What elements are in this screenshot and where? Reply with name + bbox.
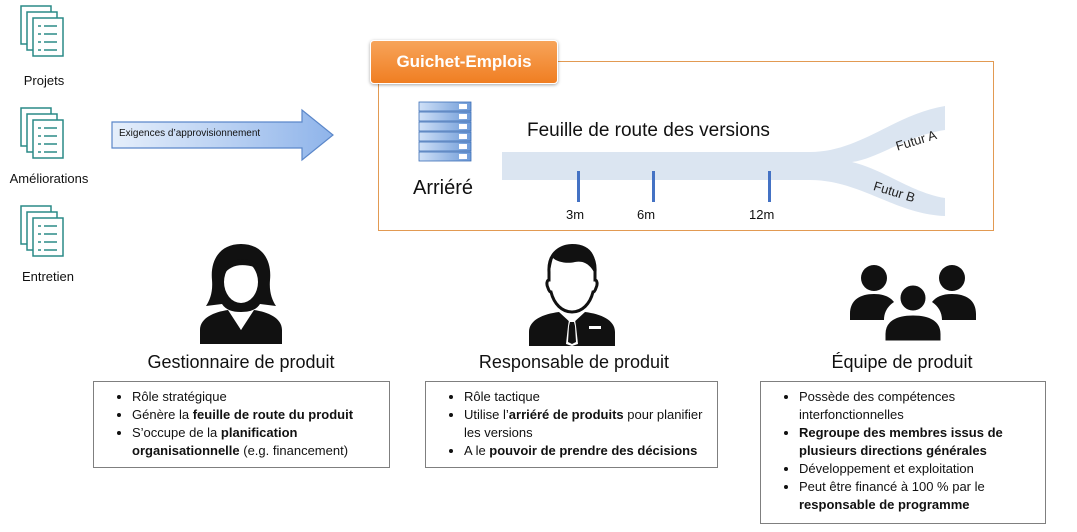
roadmap-title: Feuille de route des versions — [527, 120, 770, 141]
role-card-gestionnaire: Rôle stratégique Génère la feuille de ro… — [93, 381, 390, 468]
guichet-tag: Guichet-Emplois — [370, 40, 558, 84]
tick-label-6m: 6m — [637, 207, 656, 222]
bullet-item: Développement et exploitation — [799, 460, 1037, 478]
source-label: Améliorations — [9, 171, 89, 186]
role-title-gestionnaire: Gestionnaire de produit — [147, 352, 335, 372]
bullet-item: Possède des compétences interfonctionnel… — [799, 388, 1037, 424]
requirements-arrow — [111, 108, 334, 162]
bullet-item: Regroupe des membres issus de plusieurs … — [799, 424, 1037, 460]
document-stack-icon — [20, 107, 64, 159]
bullet-item: Rôle tactique — [464, 388, 709, 406]
tick-mark-3m — [577, 171, 580, 202]
source-label: Entretien — [21, 269, 75, 284]
source-label: Projets — [23, 73, 65, 88]
backlog-label: Arriéré — [413, 177, 474, 199]
role-title-responsable: Responsable de produit — [478, 352, 670, 372]
bullet-item: Génère la feuille de route du produit — [132, 406, 381, 424]
document-stack-icon — [20, 5, 64, 57]
tick-mark-6m — [652, 171, 655, 202]
arrow-label: Exigences d’approvisionnement — [119, 128, 261, 139]
male-person-icon — [529, 244, 615, 346]
server-stack-icon — [418, 101, 472, 162]
bullet-item: Peut être financé à 100 % par le respons… — [799, 478, 1037, 514]
role-title-equipe: Équipe de produit — [831, 352, 973, 372]
team-icon — [850, 265, 976, 342]
tick-label-12m: 12m — [749, 207, 775, 222]
bullet-item: A le pouvoir de prendre des décisions — [464, 442, 709, 460]
bullet-item: Rôle stratégique — [132, 388, 381, 406]
role-card-equipe: Possède des compétences interfonctionnel… — [760, 381, 1046, 524]
tick-mark-12m — [768, 171, 771, 202]
role-card-responsable: Rôle tactique Utilise l’arriéré de produ… — [425, 381, 718, 468]
female-person-icon — [200, 244, 282, 344]
tick-label-3m: 3m — [566, 207, 585, 222]
roadmap-band — [502, 106, 945, 216]
bullet-item: Utilise l’arriéré de produits pour plani… — [464, 406, 709, 442]
bullet-item: S’occupe de la planification organisatio… — [132, 424, 381, 460]
document-stack-icon — [20, 205, 64, 257]
